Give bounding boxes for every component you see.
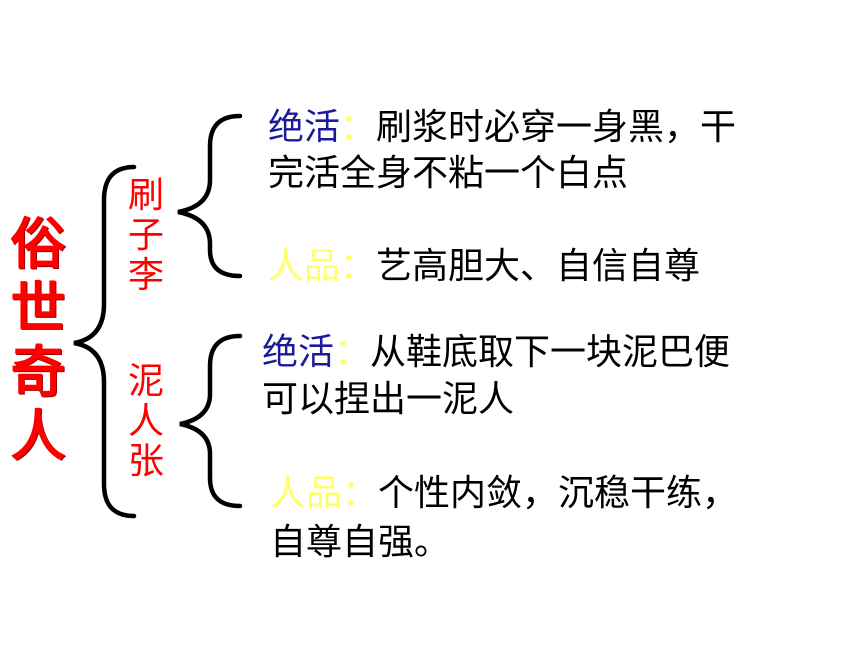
skill-text: 刷浆时必穿一身黑，干	[376, 107, 737, 148]
skill-colon: ：	[334, 332, 371, 373]
main-brace	[73, 164, 137, 519]
name-char: 张	[127, 441, 164, 482]
character-label: 人品	[268, 246, 341, 287]
nirenzhang-character-line2: 自尊自强。	[270, 522, 451, 563]
brace-shuazili	[177, 113, 243, 279]
character-label: 人品	[270, 473, 343, 514]
name-char: 泥	[127, 361, 164, 402]
title-char: 人	[10, 404, 66, 468]
name-char: 刷	[127, 175, 164, 216]
name-char: 子	[127, 215, 164, 256]
brace-nirenzhang	[179, 333, 243, 509]
skill-label: 绝活	[268, 107, 341, 148]
person-name-shuazili: 刷 子 李	[124, 176, 168, 296]
title-char: 俗	[10, 212, 66, 276]
title-char: 世	[10, 276, 66, 340]
name-char: 人	[127, 401, 164, 442]
title-char: 奇	[10, 340, 66, 404]
character-text: 艺高胆大、自信自尊	[376, 246, 701, 287]
main-title: 俗 世 奇 人	[8, 212, 68, 468]
skill-label: 绝活	[262, 332, 335, 373]
character-colon: ：	[342, 473, 379, 514]
person-name-nirenzhang: 泥 人 张	[124, 362, 168, 482]
shuazili-skill-line2: 完活全身不粘一个白点	[268, 153, 629, 194]
nirenzhang-skill-line2: 可以捏出一泥人	[262, 379, 515, 420]
skill-colon: ：	[340, 107, 377, 148]
name-char: 李	[127, 255, 164, 296]
character-colon: ：	[340, 246, 377, 287]
shuazili-character-line1: 人品：艺高胆大、自信自尊	[268, 244, 700, 290]
character-text: 个性内敛，沉稳干练，	[378, 473, 739, 514]
nirenzhang-skill-line1: 绝活：从鞋底取下一块泥巴便	[262, 330, 730, 376]
skill-text: 从鞋底取下一块泥巴便	[370, 332, 731, 373]
shuazili-skill-line1: 绝活：刷浆时必穿一身黑，干	[268, 105, 736, 151]
nirenzhang-character-line1: 人品：个性内敛，沉稳干练，	[270, 471, 738, 517]
